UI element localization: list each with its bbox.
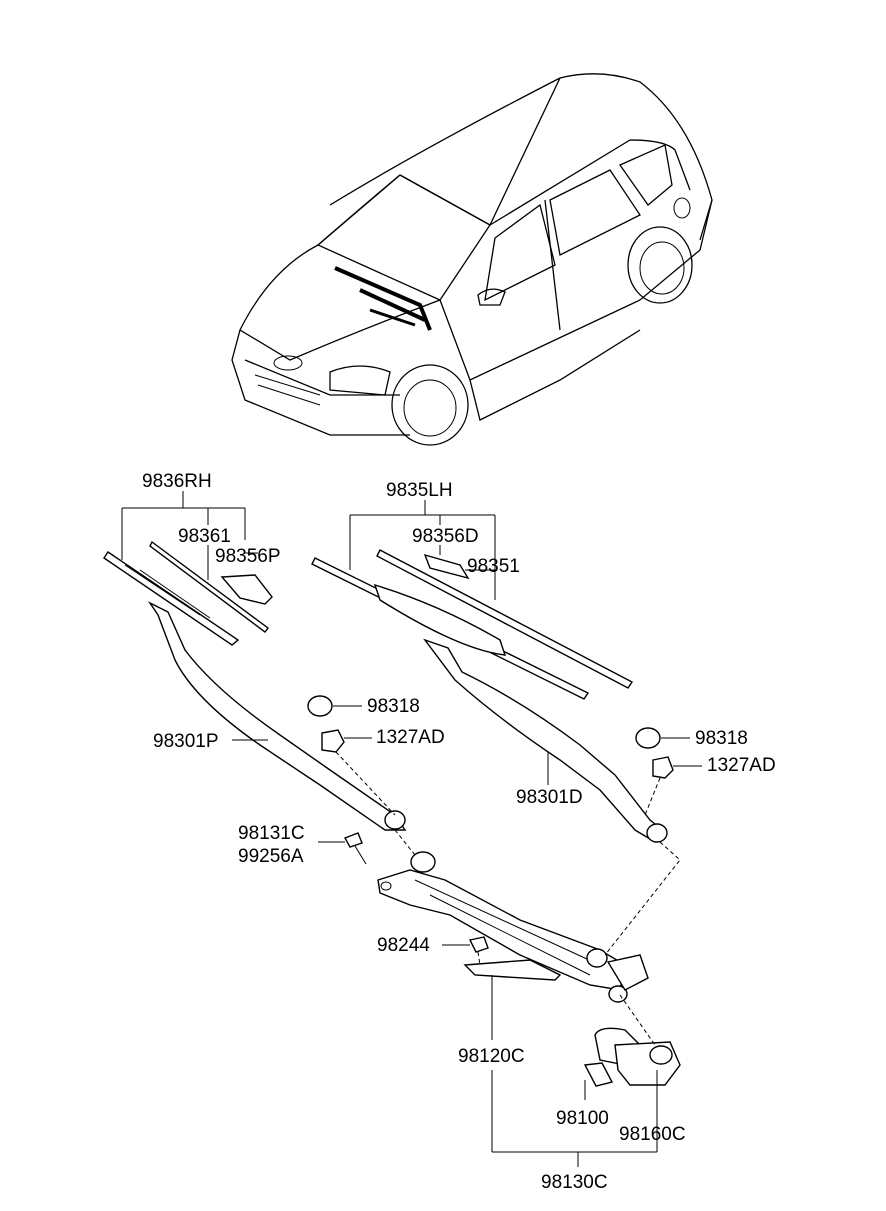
linkage-bracket [491, 975, 658, 1167]
label-motor: 98100 [556, 1108, 609, 1129]
rh-wiper-blade [103, 540, 273, 646]
lh-blade-bracket [349, 500, 496, 600]
label-bolt-a: 98131C [238, 823, 305, 844]
label-cap-right: 98318 [367, 696, 420, 717]
label-linkage: 98120C [458, 1046, 525, 1067]
rh-blade-bracket [121, 491, 246, 580]
leader-lines [232, 552, 549, 785]
cap-left-group [635, 727, 690, 749]
label-crank: 98160C [619, 1124, 686, 1145]
label-rh-refill: 98361 [178, 526, 231, 547]
cap-right-group [307, 695, 362, 717]
bolt-group [318, 832, 367, 865]
label-motor-linkage-assy: 98130C [541, 1172, 608, 1193]
label-nut-right: 1327AD [376, 727, 445, 748]
car-illustration [231, 73, 713, 446]
label-rh-cover: 98356P [215, 546, 281, 567]
label-bolt-b: 99256A [238, 846, 304, 867]
label-cap-left: 98318 [695, 728, 748, 749]
lh-wiper-blade [311, 549, 634, 700]
label-nut-link: 98244 [377, 935, 430, 956]
label-arm-rh: 98301P [153, 731, 219, 752]
label-lh-cover: 98356D [412, 526, 479, 547]
wiper-linkage [377, 829, 681, 1003]
label-rh-assy: 9836RH [142, 471, 212, 492]
rh-wiper-arm [147, 601, 407, 831]
nut-right-group [321, 729, 396, 816]
wiper-motor [583, 994, 681, 1087]
label-nut-left: 1327AD [707, 755, 776, 776]
label-lh-refill: 98351 [467, 556, 520, 577]
lh-wiper-arm [423, 638, 668, 843]
nut-left-group [644, 756, 702, 816]
label-lh-assy: 9835LH [386, 480, 453, 501]
link-nut-group [442, 936, 562, 981]
label-arm-lh: 98301D [516, 787, 583, 808]
